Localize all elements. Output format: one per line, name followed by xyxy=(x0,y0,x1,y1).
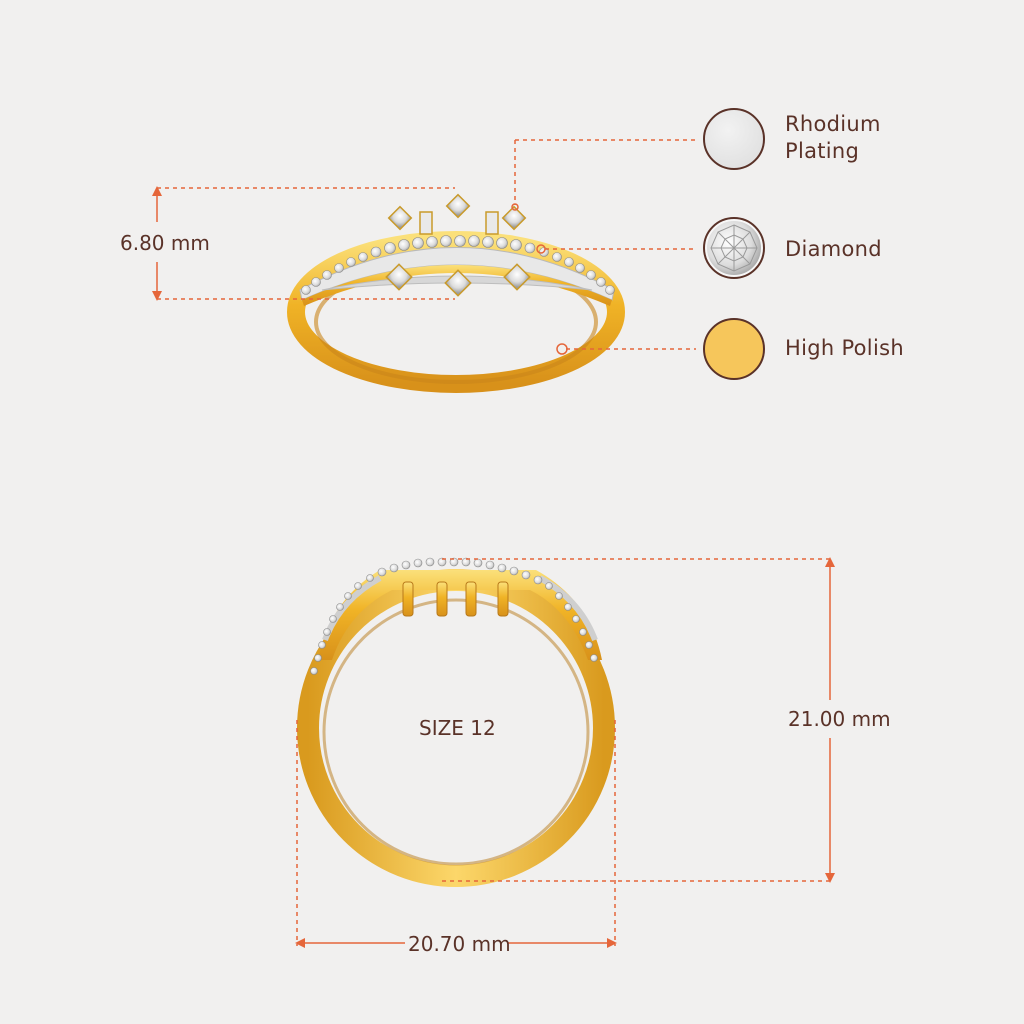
diamond-icon xyxy=(707,221,761,275)
gold-swatch xyxy=(703,318,765,380)
ring-size-label: SIZE 12 xyxy=(419,716,496,740)
legend-rhodium-line2: Plating xyxy=(785,139,860,163)
vertical-dimension-label: 21.00 mm xyxy=(788,707,891,731)
legend-high-polish: High Polish xyxy=(785,336,904,360)
legend-rhodium-line1: Rhodium xyxy=(785,112,881,136)
ring-side-view xyxy=(287,193,625,393)
width-dimension-label: 20.70 mm xyxy=(408,932,511,956)
crown-diamonds-bottom xyxy=(385,263,531,297)
pave-diamonds xyxy=(301,235,615,295)
ring-front-view xyxy=(297,557,615,887)
rhodium-swatch xyxy=(703,108,765,170)
crown-diamonds-top xyxy=(387,193,527,235)
diamond-swatch xyxy=(703,217,765,279)
dimension-lines xyxy=(156,139,831,946)
legend-diamond: Diamond xyxy=(785,237,882,261)
front-pave-diamonds xyxy=(310,557,598,675)
height-dimension-label: 6.80 mm xyxy=(120,231,210,255)
dimension-arrows xyxy=(152,186,835,948)
